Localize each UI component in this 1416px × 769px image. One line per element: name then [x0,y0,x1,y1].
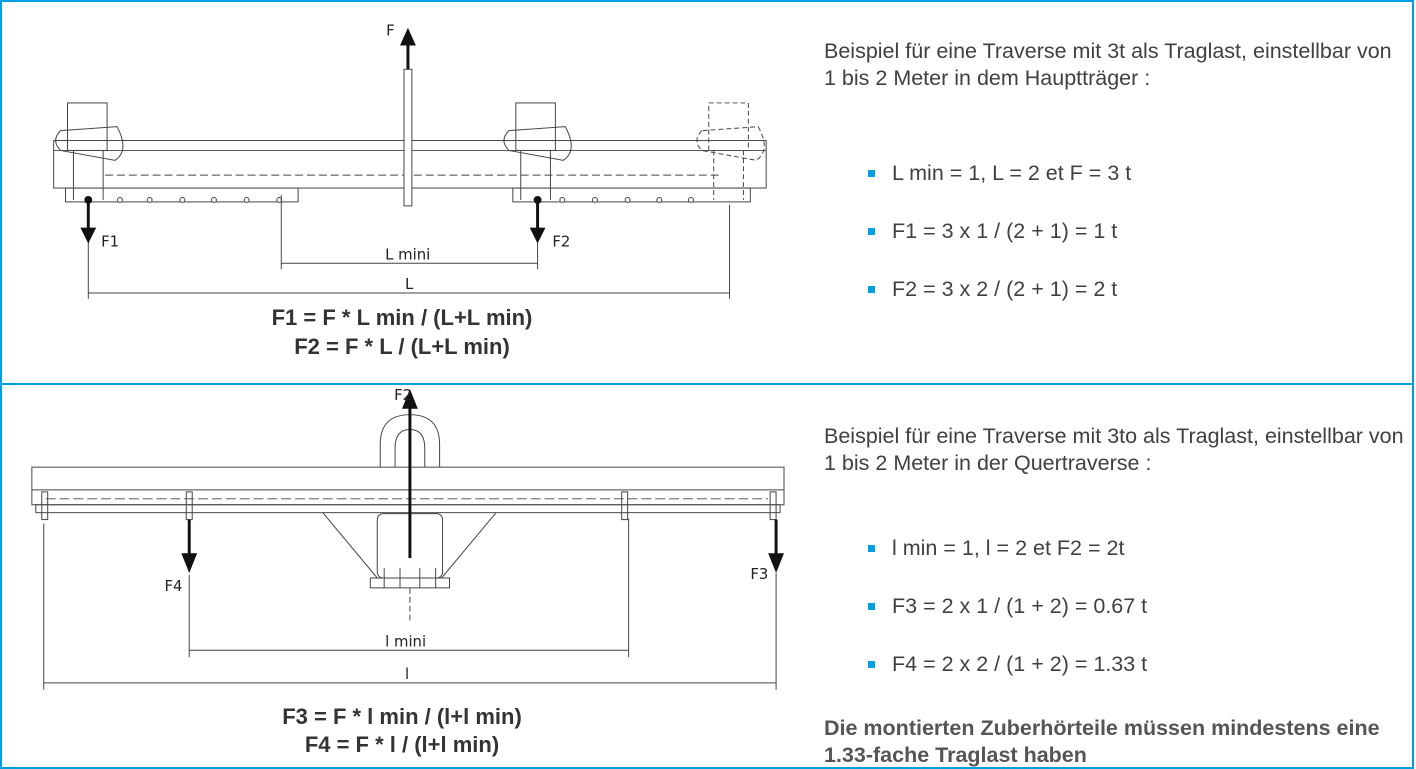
label-l: L [405,276,414,293]
label-f4: F4 [164,578,182,595]
pin-right [769,491,777,521]
panel-cross-beam: F2 F4 F3 l mini l F3 = F * l min / (l+l … [0,383,1414,769]
pin-left [41,491,49,521]
shackle-left [55,102,124,200]
force-f3-arrowhead [768,553,784,574]
label-lmini: L mini [385,246,430,263]
calc-item: F4 = 2 x 2 / (1 + 2) = 1.33 t [860,651,1147,678]
main-beam-drawing: F F1 F2 L mini L [2,2,802,383]
force-f-arrowhead [400,27,416,46]
label-lmini-2: l mini [385,633,426,650]
calc-item: F3 = 2 x 1 / (1 + 2) = 0.67 t [860,593,1147,620]
description-cross-beam: Beispiel für eine Traverse mit 3to als T… [824,424,1404,475]
force-f1-arrowhead [80,227,97,244]
pin-mid-left [185,491,193,521]
cross-beam-drawing: F2 F4 F3 l mini l [2,385,802,767]
main-beam-svg: F F1 F2 L mini L [53,23,767,299]
force-arrows [80,27,546,244]
description-main-beam: Beispiel für eine Traverse mit 3t als Tr… [824,39,1392,90]
center-lifting-plate [403,68,413,207]
formula-f4: F4 = F * l / (l+l min) [304,732,500,757]
cross-beam-svg: F2 F4 F3 l mini l [31,387,785,690]
formula-f3: F3 = F * l min / (l+l min) [282,704,522,729]
force-arrows-2 [181,388,784,574]
label-f: F [386,23,395,40]
force-f2-arrowhead [529,227,546,244]
force-f2-up-arrowhead [402,388,418,409]
calc-item: F2 = 3 x 2 / (2 + 1) = 2 t [860,276,1131,303]
calc-list-main-beam: L min = 1, L = 2 et F = 3 t F1 = 3 x 1 /… [860,160,1131,303]
beam-slide-right [512,187,751,203]
calc-list-cross-beam: l min = 1, l = 2 et F2 = 2t F3 = 2 x 1 /… [860,535,1147,678]
label-f3: F3 [750,566,768,583]
shackle-right [696,102,765,200]
label-f1: F1 [101,233,119,250]
calc-item: F1 = 3 x 1 / (2 + 1) = 1 t [860,218,1131,245]
calc-item: l min = 1, l = 2 et F2 = 2t [860,535,1147,562]
label-l-2: l [405,666,409,683]
force-f4-arrowhead [181,553,198,574]
label-f2-up: F2 [394,387,412,404]
accessory-note: Die montierten Zuberhörteile müssen mind… [824,716,1380,767]
formula-f1: F1 = F * L min / (L+L min) [271,305,533,330]
panel-main-beam: F F1 F2 L mini L F1 = F * L min / (L+L m… [0,0,1414,385]
calc-item: L min = 1, L = 2 et F = 3 t [860,160,1131,187]
pin-mid-right [621,491,629,521]
shackle-middle [503,102,572,200]
formula-f2: F2 = F * L / (L+L min) [294,334,510,359]
label-f2: F2 [552,233,570,250]
